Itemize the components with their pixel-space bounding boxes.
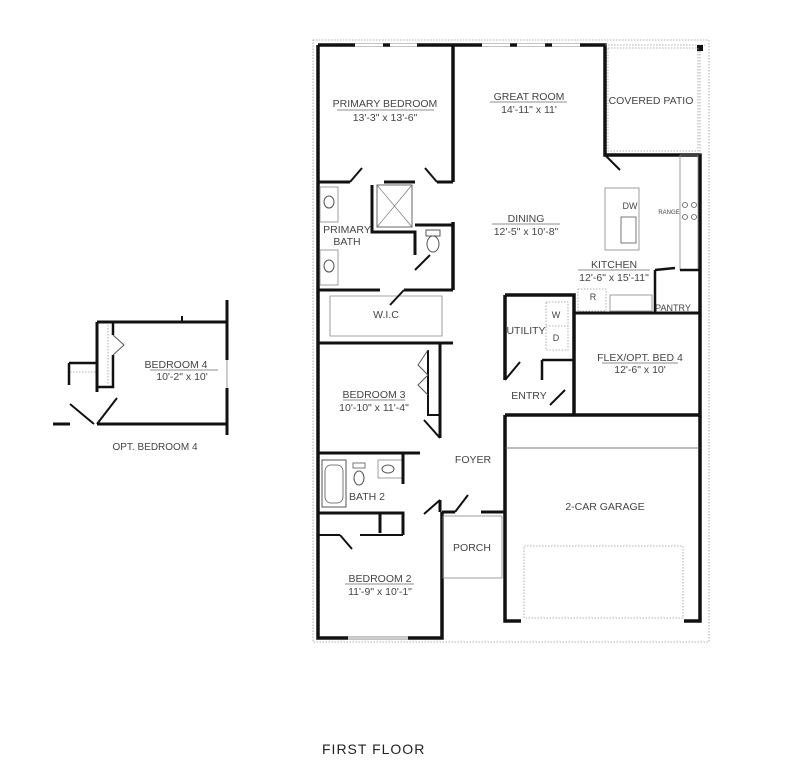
utility-name: UTILITY — [506, 325, 545, 337]
main-floor-plan — [312, 39, 710, 643]
porch-name: PORCH — [453, 542, 491, 554]
dining-name: DINING — [508, 213, 545, 225]
pantry-name: PANTRY — [655, 303, 691, 313]
great-room-dims: 14'-11" x 11' — [501, 104, 557, 116]
option-caption: OPT. BEDROOM 4 — [112, 442, 197, 453]
range-label: RANGE — [658, 210, 679, 216]
floor-title: FIRST FLOOR — [322, 741, 425, 757]
room-labels: PRIMARY BEDROOM 13'-3" x 13'-6" GREAT RO… — [323, 91, 693, 598]
bedroom4-name: BEDROOM 4 — [144, 359, 207, 371]
option-bedroom4-plan — [53, 300, 229, 435]
dishwasher-label: DW — [623, 201, 638, 211]
dryer-label: D — [553, 333, 560, 343]
flex-name: FLEX/OPT. BED 4 — [597, 352, 683, 364]
bedroom4-dims: 10'-2" x 10' — [156, 371, 208, 383]
kitchen-name: KITCHEN — [591, 259, 637, 271]
wic-name: W.I.C — [373, 309, 399, 321]
bedroom3-name: BEDROOM 3 — [342, 389, 405, 401]
garage-name: 2-CAR GARAGE — [565, 501, 644, 513]
flex-dims: 12'-6" x 10' — [614, 364, 666, 376]
washer-label: W — [552, 310, 561, 320]
bath2-name: BATH 2 — [349, 491, 385, 503]
primary-bath-name-2: BATH — [333, 236, 360, 248]
primary-bedroom-dims: 13'-3" x 13'-6" — [353, 112, 418, 124]
covered-patio-name: COVERED PATIO — [609, 95, 694, 107]
primary-bedroom-name: PRIMARY BEDROOM — [333, 98, 438, 110]
great-room-name: GREAT ROOM — [494, 91, 565, 103]
entry-name: ENTRY — [511, 390, 546, 402]
bedroom2-dims: 11'-9" x 10'-1" — [348, 586, 412, 598]
bedroom3-dims: 10'-10" x 11'-4" — [339, 402, 409, 414]
foyer-name: FOYER — [455, 454, 492, 466]
dining-dims: 12'-5" x 10'-8" — [494, 226, 559, 238]
bedroom2-name: BEDROOM 2 — [348, 573, 411, 585]
kitchen-dims: 12'-6" x 15'-11" — [579, 272, 649, 284]
primary-bath-name-1: PRIMARY — [323, 224, 371, 236]
refrigerator-label: R — [590, 292, 597, 302]
